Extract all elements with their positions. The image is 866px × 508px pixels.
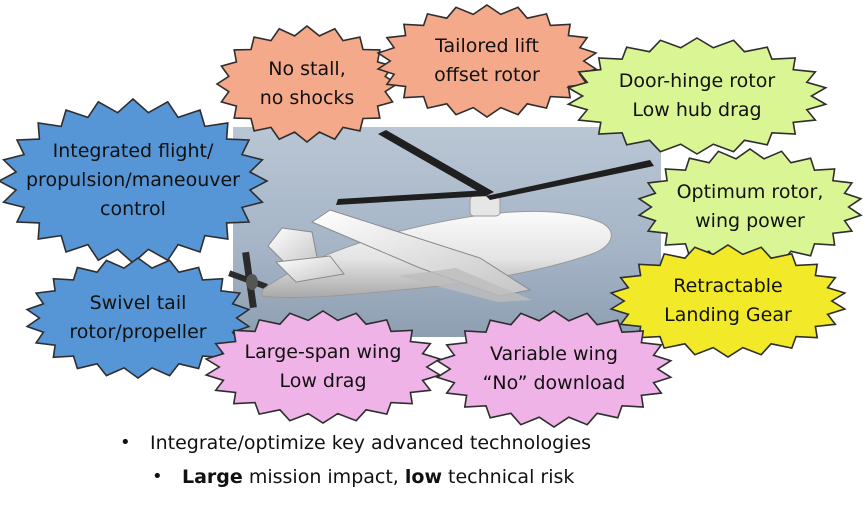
bullet-sub-bold-low: low [404,466,442,488]
burst-text-line: Optimum rotor, [676,180,824,203]
burst-swivel-tail [25,257,251,379]
burst-text-line: Door-hinge rotor [618,69,776,92]
main-rotor-icon [336,130,654,205]
bullet-main: • Integrate/optimize key advanced techno… [120,432,592,454]
burst-retractable-gear [609,244,847,358]
bullet-sub: • Large mission impact, low technical ri… [152,466,575,488]
horizontal-tail-icon [274,255,345,283]
burst-label-integrated-flight: Integrated flight/propulsion/maneouver co… [19,115,247,246]
rotor-hub-icon [469,195,501,217]
burst-label-variable-wing: Variable wing “No” download [454,323,655,416]
burst-text-line: propulsion/maneouver [25,169,240,192]
bullet-dot: • [120,432,131,453]
burst-text-line: Low drag [279,369,367,392]
burst-text-line: “No” download [482,371,626,394]
burst-door-hinge [566,37,828,155]
burst-text-line: control [100,198,166,221]
burst-large-span [204,310,442,424]
aircraft-illustration [228,127,661,337]
burst-text-line: Integrated flight/ [52,140,214,163]
burst-label-optimum-rotor: Optimum rotor, wing power [655,161,845,254]
burst-text-line: Variable wing [490,342,618,365]
bullet-sub-bold-large: Large [182,466,243,488]
burst-text-line: Landing Gear [664,303,792,326]
burst-text-line: offset rotor [434,63,540,86]
burst-text-line: No stall, [268,57,346,80]
burst-label-swivel-tail: Swivel tail rotor/propeller [43,270,233,366]
burst-text-line: Large-span wing [244,340,402,363]
burst-label-tailored-lift: Tailored lift offset rotor [394,16,581,106]
burst-text-line: wing power [695,209,805,232]
burst-label-no-stall: No stall, no shocks [231,38,384,131]
bullet-sub-text-1: mission impact, [242,466,405,488]
burst-text-line: Tailored lift [435,34,539,57]
tail-rotor-icon [228,251,268,309]
burst-text-line: Low hub drag [632,98,762,121]
bullet-sub-text-2: technical risk [442,466,575,488]
bullet-dot: • [152,466,163,487]
main-wing-icon [310,209,532,297]
burst-text-line: Swivel tail [89,292,187,314]
burst-text-line: rotor/propeller [69,321,207,343]
burst-text-line: Retractable [673,274,783,297]
burst-variable-wing [435,310,673,428]
bullet-main-text: Integrate/optimize key advanced technolo… [150,432,592,454]
burst-no-stall [215,24,399,144]
burst-tailored-lift [376,4,598,118]
burst-text-line: no shocks [259,86,355,109]
